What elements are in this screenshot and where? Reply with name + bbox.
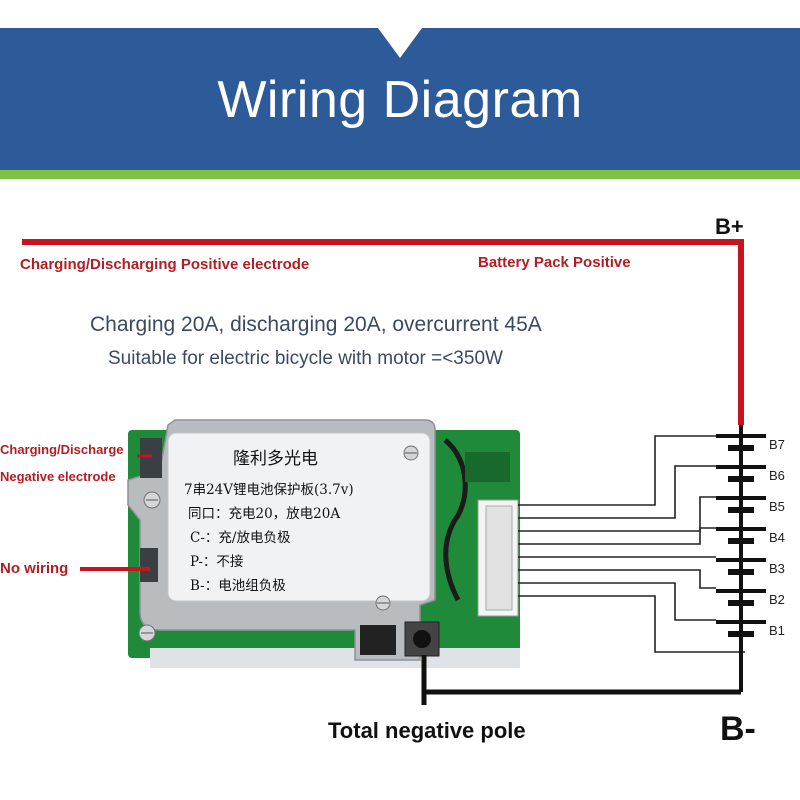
cell-label-b1: B1	[769, 623, 785, 638]
cell-label-b4: B4	[769, 530, 785, 545]
balance-wires	[518, 435, 745, 653]
charge-discharge-negative-label-2: Negative electrode	[0, 469, 116, 484]
charge-discharge-negative-label-1: Charging/Discharge	[0, 442, 124, 457]
total-negative-pole-label: Total negative pole	[328, 718, 526, 743]
positive-wire	[22, 239, 744, 425]
banner-notch	[0, 0, 800, 58]
spec-line-2: Suitable for electric bicycle with motor…	[108, 348, 503, 369]
sticker-model: 7串24V锂电池保护板(3.7v)	[184, 482, 354, 498]
cell-label-b2: B2	[769, 592, 785, 607]
bms-board	[127, 419, 520, 668]
cell-label-b7: B7	[769, 437, 785, 452]
b-plus-label: B+	[715, 214, 744, 239]
sticker-p-minus: P-：不接	[190, 554, 244, 570]
sticker-c-minus: C-：充/放电负极	[190, 530, 291, 546]
cell-label-b3: B3	[769, 561, 785, 576]
spec-line-1: Charging 20A, discharging 20A, overcurre…	[90, 313, 542, 336]
cell-label-b6: B6	[769, 468, 785, 483]
charge-discharge-positive-label: Charging/Discharging Positive electrode	[20, 256, 310, 273]
green-accent-strip	[0, 170, 800, 179]
sticker-b-minus: B-：电池组负极	[190, 578, 286, 594]
pointer-lines	[80, 454, 152, 571]
battery-cells	[716, 425, 766, 692]
no-wiring-label: No wiring	[0, 560, 69, 577]
sticker-brand: 隆利多光电	[233, 449, 318, 469]
negative-wire	[421, 655, 741, 705]
cell-label-b5: B5	[769, 499, 785, 514]
page-title: Wiring Diagram	[217, 71, 583, 129]
sticker-rating: 同口：充电20，放电20A	[188, 506, 341, 522]
battery-pack-positive-label: Battery Pack Positive	[478, 254, 631, 271]
b-minus-label: B-	[720, 710, 756, 748]
